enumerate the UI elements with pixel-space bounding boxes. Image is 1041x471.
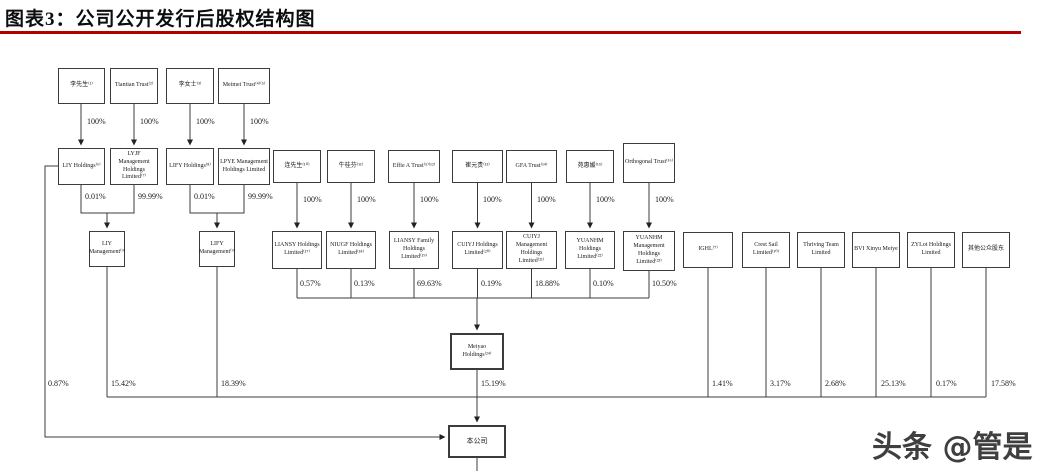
pct-label: 69.63% xyxy=(417,279,442,288)
pct-label: 25.13% xyxy=(881,379,906,388)
pct-label: 100% xyxy=(357,195,376,204)
pct-label: 100% xyxy=(420,195,439,204)
pct-label: 99.99% xyxy=(138,192,163,201)
pct-label: 0.87% xyxy=(48,379,69,388)
pct-label: 3.17% xyxy=(770,379,791,388)
node-other-public-shareholders: 其他公众股东 xyxy=(962,232,1010,268)
node-lian-mr: 连先生⁽¹⁰⁾ xyxy=(273,150,321,183)
node-lify-management: LIFY Management⁽⁹⁾ xyxy=(199,231,235,267)
node-ighl: IGHL⁽⁷⁾ xyxy=(683,232,733,268)
pct-label: 0.01% xyxy=(194,192,215,201)
pct-label: 0.13% xyxy=(354,279,375,288)
pct-label: 100% xyxy=(303,195,322,204)
node-zylot-holdings: ZYLot Holdings Limited xyxy=(907,232,955,268)
pct-label: 100% xyxy=(196,117,215,126)
node-meimei-trust: Meimei Trust⁽⁴⁾⁽⁵⁾ xyxy=(218,68,270,104)
node-niugf-holdings: NIUGF Holdings Limited⁽¹⁸⁾ xyxy=(326,231,376,269)
node-bvi-xinyu-meiye: BVI Xinyu Meiye xyxy=(852,232,900,268)
node-effie-a-trust: Effie A Trust⁽⁵⁾⁽¹²⁾ xyxy=(388,150,440,183)
node-orthogonal-trust: Orthogonal Trust⁽¹⁶⁾ xyxy=(623,143,675,183)
pct-label: 0.01% xyxy=(85,192,106,201)
pct-label: 99.99% xyxy=(248,192,273,201)
node-yuanhm-mgmt-holdings: YUANHM Management Holdings Limited⁽²³⁾ xyxy=(623,231,675,271)
node-cuiyj-holdings: CUIYJ Holdings Limited⁽²⁰⁾ xyxy=(452,231,503,269)
pct-label: 10.50% xyxy=(652,279,677,288)
node-lify-holdings: LIFY Holdings⁽⁸⁾ xyxy=(166,148,214,185)
node-liansy-family-holdings: LIANSY Family Holdings Limited⁽¹⁹⁾ xyxy=(389,231,439,269)
figure-title: 图表3：公司公开发行后股权结构图 xyxy=(5,9,316,30)
pct-label: 0.19% xyxy=(481,279,502,288)
node-lpye-mgmt-holdings: LPYE Management Holdings Limited xyxy=(218,148,270,185)
pct-label: 1.41% xyxy=(712,379,733,388)
node-li-ms: 李女士⁽³⁾ xyxy=(166,68,214,104)
pct-label: 100% xyxy=(537,195,556,204)
pct-label: 18.88% xyxy=(535,279,560,288)
pct-label: 15.42% xyxy=(111,379,136,388)
title-underline xyxy=(0,31,1021,34)
node-meiyao-holdings: Meiyao Holdings⁽²⁴⁾ xyxy=(450,333,504,370)
node-niu-guifen: 牛桂芬⁽¹¹⁾ xyxy=(327,150,375,183)
node-gfa-trust: GFA Trust⁽¹⁴⁾ xyxy=(506,150,557,183)
node-li-mr: 李先生⁽¹⁾ xyxy=(58,68,105,104)
node-company: 本公司 xyxy=(448,425,506,458)
node-cuiyj-mgmt-holdings: CUIYJ Management Holdings Limited⁽²¹⁾ xyxy=(506,231,557,269)
pct-label: 100% xyxy=(655,195,674,204)
pct-label: 100% xyxy=(140,117,159,126)
pct-label: 100% xyxy=(87,117,106,126)
pct-label: 0.10% xyxy=(593,279,614,288)
pct-label: 18.39% xyxy=(221,379,246,388)
node-yuanhm-holdings: YUANHM Holdings Limited⁽²²⁾ xyxy=(565,231,615,269)
pct-label: 17.58% xyxy=(991,379,1016,388)
watermark-text: 头条 @管是 xyxy=(872,430,1033,465)
pct-label: 0.17% xyxy=(936,379,957,388)
node-thriving-team: Thriving Team Limited xyxy=(797,232,845,268)
node-lyjf-mgmt-holdings: LYJF Management Holdings Limited⁽⁷⁾ xyxy=(110,148,158,185)
pct-label: 100% xyxy=(483,195,502,204)
pct-label: 2.68% xyxy=(825,379,846,388)
node-liansy-holdings: LIANSY Holdings Limited⁽¹⁷⁾ xyxy=(272,231,322,269)
node-cui-yuangui: 崔元贵⁽¹³⁾ xyxy=(452,150,503,183)
pct-label: 100% xyxy=(596,195,615,204)
node-liy-holdings: LIY Holdings⁽⁶⁾ xyxy=(58,148,105,185)
pct-label: 100% xyxy=(250,117,269,126)
pct-label: 15.19% xyxy=(481,379,506,388)
pct-label: 0.57% xyxy=(300,279,321,288)
node-yuan-huimei: 苑惠媛⁽¹⁵⁾ xyxy=(566,150,614,183)
node-liy-management: LIY Management⁽⁹⁾ xyxy=(89,231,125,267)
node-crest-sail: Crest Sail Limited⁽¹⁰⁾ xyxy=(742,232,790,268)
node-tiantian-trust: Tiantian Trust⁽²⁾ xyxy=(110,68,158,104)
